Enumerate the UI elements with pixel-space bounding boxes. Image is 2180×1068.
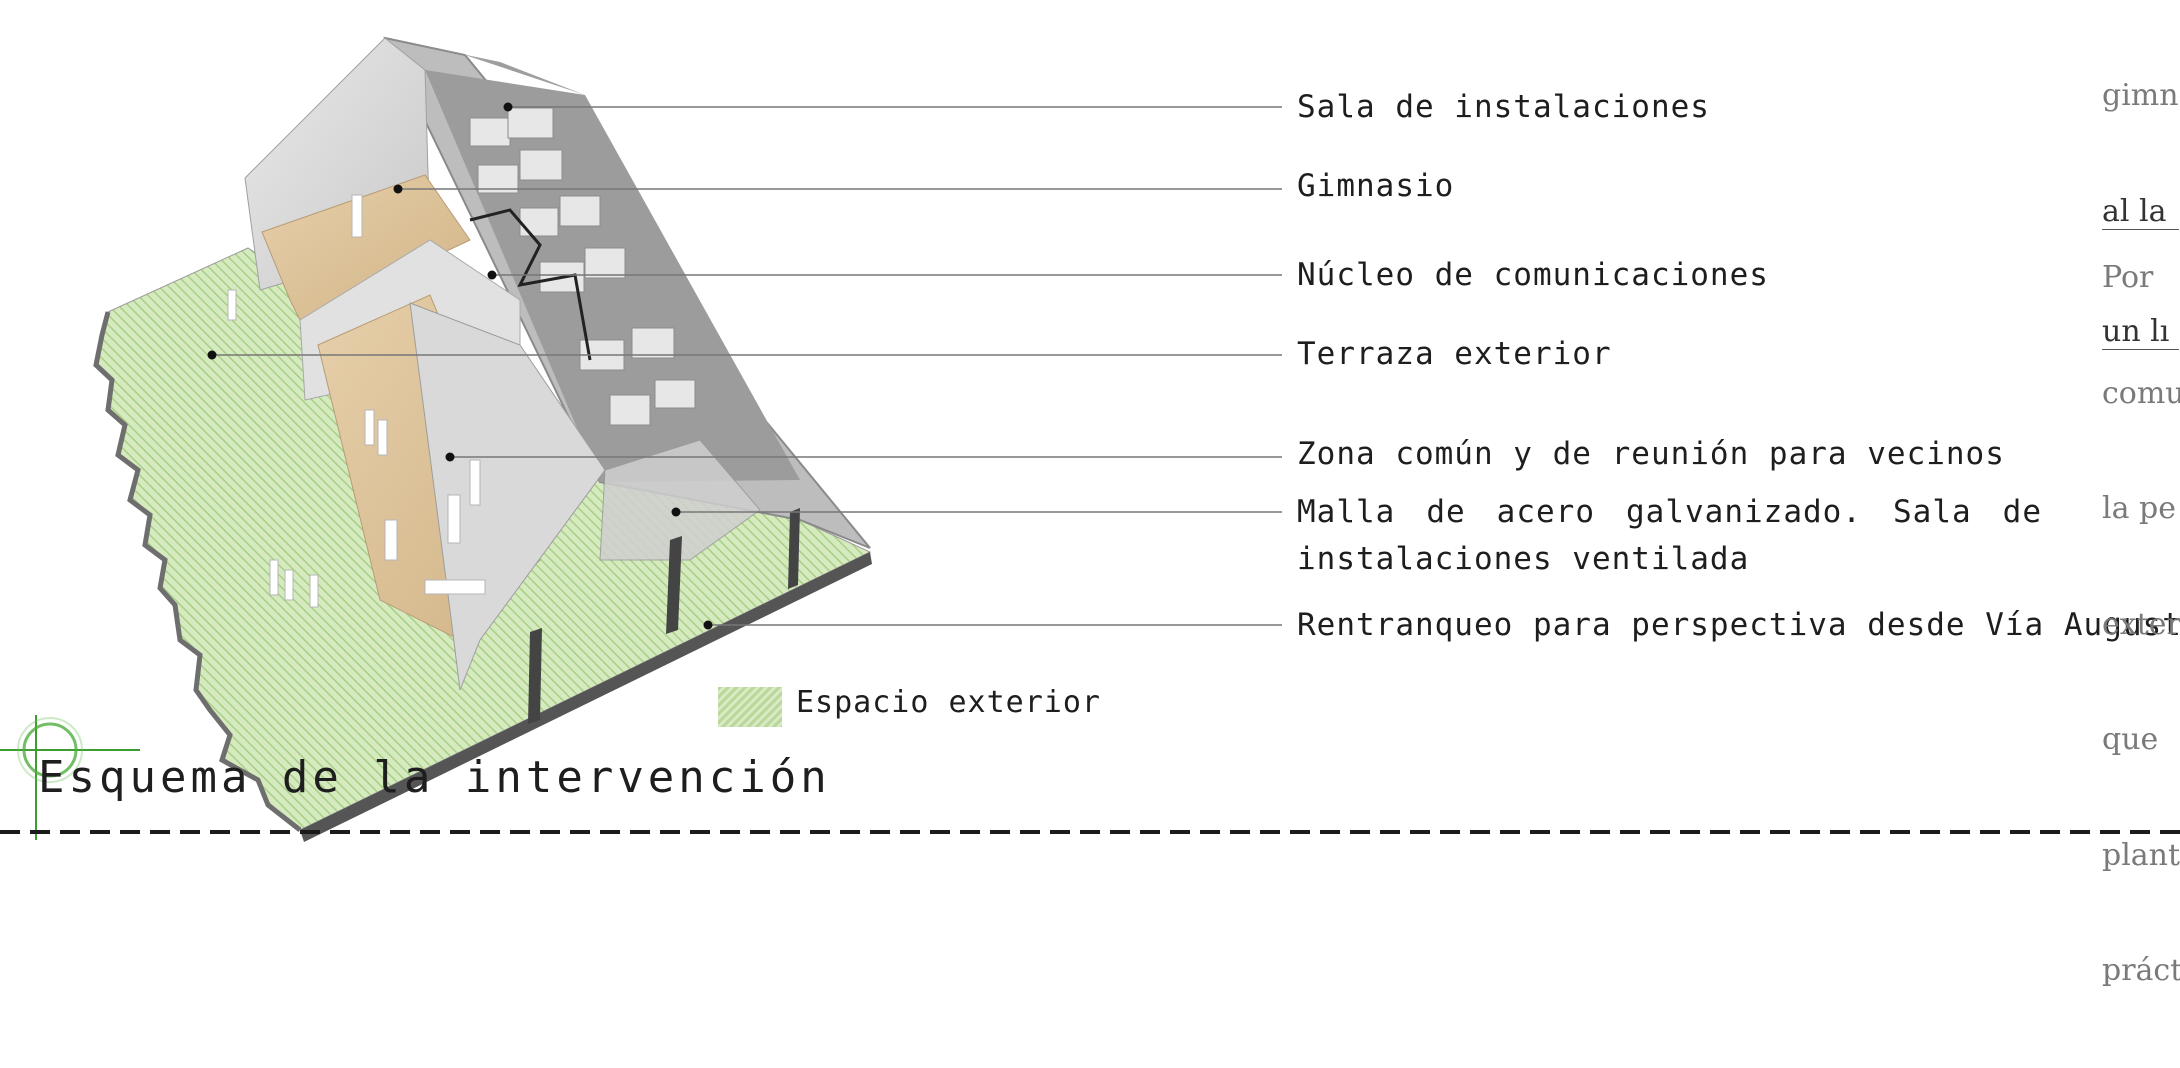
human-figures: [227, 194, 486, 608]
label-gimnasio: Gimnasio: [1297, 168, 1455, 204]
side-para-line: que: [2102, 722, 2159, 757]
structural-columns: [528, 508, 800, 724]
label-sala-instalaciones: Sala de instalaciones: [1297, 89, 1710, 125]
side-text-top: gimn al la un lı: [2102, 0, 2179, 433]
section-title: Esquema de la intervención: [38, 752, 831, 803]
axonometric-building-drawing: [0, 36, 2180, 842]
side-para-line: comu: [2102, 375, 2180, 411]
side-para-line: la pe: [2102, 491, 2176, 526]
galvanized-mesh: [599, 439, 761, 561]
diagram-stage: Sala de instalaciones Gimnasio Núcleo de…: [0, 0, 2180, 988]
side-para-line: Por: [2102, 260, 2154, 295]
legend-label: Espacio exterior: [796, 685, 1101, 720]
communications-core-outline: [469, 208, 592, 361]
side-para-line: práct: [2102, 953, 2180, 988]
side-para-line: exter: [2102, 606, 2180, 642]
label-terraza-exterior: Terraza exterior: [1297, 336, 1612, 372]
label-rentranqueo: Rentranqueo para perspectiva desde Vía A…: [1297, 607, 2180, 643]
label-malla-acero: Malla de acero galvanizado. Sala de: [1297, 494, 2042, 530]
side-text-paragraph: Por comu la pe exter que plant práct: [2102, 182, 2180, 1068]
side-top-line: al la: [2102, 193, 2179, 230]
side-top-line: un lı: [2102, 313, 2179, 350]
label-nucleo-comunicaciones: Núcleo de comunicaciones: [1297, 257, 1769, 293]
leader-lines: [207, 102, 1282, 630]
legend-swatch-exterior: [718, 687, 782, 727]
slab-edge: [93, 311, 302, 832]
crosshair-marker: [0, 715, 140, 840]
label-zona-comun: Zona común y de reunión para vecinos: [1297, 436, 2005, 472]
side-top-line: gimn: [2102, 78, 2179, 113]
side-para-line: plant: [2102, 837, 2180, 873]
label-malla-acero-continuation: instalaciones ventilada: [1297, 541, 1750, 577]
